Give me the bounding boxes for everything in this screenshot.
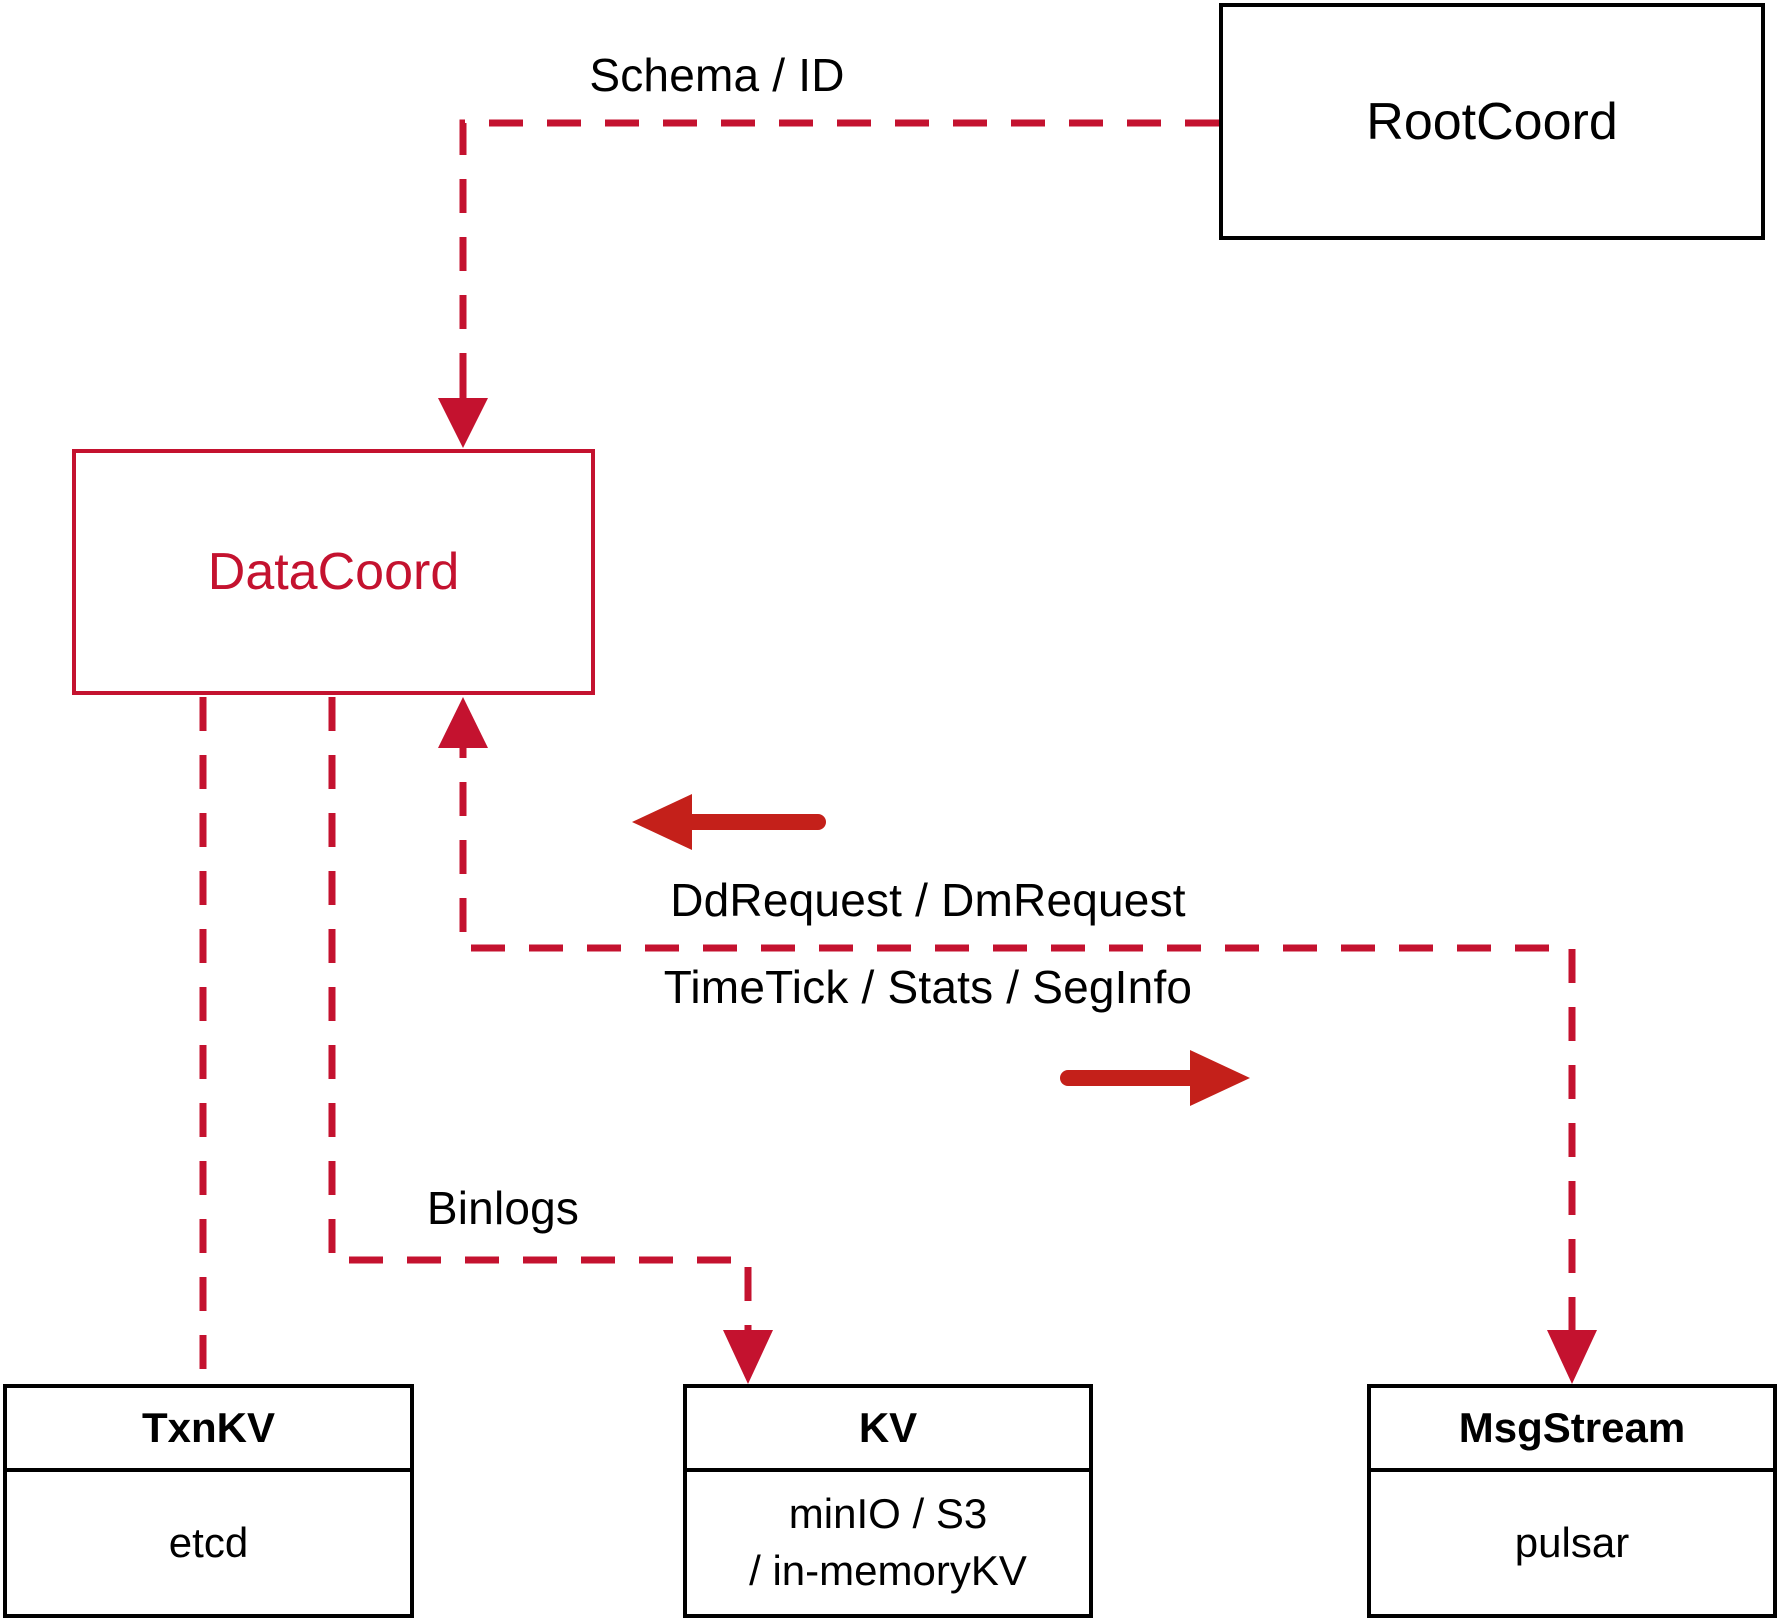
node-txnkv-body-line-1: etcd bbox=[168, 1518, 249, 1566]
node-datacoord[interactable]: DataCoord bbox=[72, 449, 595, 695]
node-datacoord-label: DataCoord bbox=[207, 543, 460, 601]
edge-binlogs bbox=[328, 697, 773, 1384]
node-kv-body: minIO / S3 / in-memoryKV bbox=[687, 1472, 1089, 1614]
direction-arrow-right bbox=[1060, 1050, 1250, 1106]
node-kv-body-line-2: / in-memoryKV bbox=[749, 1547, 1027, 1594]
node-msgstream-header: MsgStream bbox=[1371, 1388, 1773, 1472]
node-rootcoord-label: RootCoord bbox=[1366, 92, 1618, 151]
node-txnkv-body: etcd bbox=[7, 1472, 410, 1614]
edge-label-binlogs: Binlogs bbox=[426, 1182, 580, 1234]
node-txnkv[interactable]: TxnKV etcd bbox=[3, 1384, 414, 1618]
edge-label-timetick-stats-seginfo: TimeTick / Stats / SegInfo bbox=[663, 961, 1193, 1013]
node-kv[interactable]: KV minIO / S3 / in-memoryKV bbox=[683, 1384, 1093, 1618]
node-kv-body-line-1: minIO / S3 bbox=[788, 1490, 988, 1538]
direction-arrow-left bbox=[632, 794, 826, 850]
node-msgstream[interactable]: MsgStream pulsar bbox=[1367, 1384, 1777, 1618]
edge-label-schema-id: Schema / ID bbox=[589, 49, 845, 101]
node-txnkv-header: TxnKV bbox=[7, 1388, 410, 1472]
edge-label-dd-dm-request: DdRequest / DmRequest bbox=[670, 874, 1186, 926]
node-rootcoord[interactable]: RootCoord bbox=[1219, 3, 1765, 240]
node-kv-header: KV bbox=[687, 1388, 1089, 1472]
node-msgstream-body-line-1: pulsar bbox=[1514, 1518, 1630, 1566]
edge-msgstream-datacoord bbox=[438, 697, 1597, 1384]
edge-schema-id bbox=[438, 119, 1219, 448]
node-msgstream-body: pulsar bbox=[1371, 1472, 1773, 1614]
